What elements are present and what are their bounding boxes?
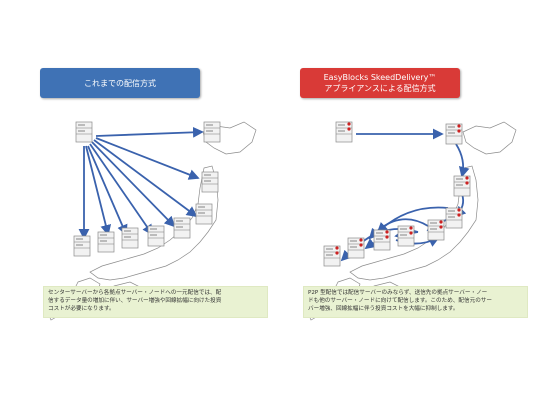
distribution-arrows	[78, 126, 204, 240]
node-server-icon	[397, 225, 415, 247]
node-server-icon	[121, 227, 139, 249]
node-server-icon	[373, 229, 391, 251]
node-server-icon	[453, 175, 471, 197]
node-server-icon	[445, 123, 463, 145]
traditional-method-title: これまでの配信方式	[40, 68, 200, 98]
skeeddelivery-method-description: P2P 型配信では配信サーバーのみならず、送信先の拠点サーバー・ノー ドも他のサ…	[303, 286, 528, 318]
node-server-icon	[323, 245, 341, 267]
node-server-icon	[445, 207, 463, 229]
node-server-icon	[97, 231, 115, 253]
node-server-icon	[147, 225, 165, 247]
center-server-icon	[335, 121, 353, 143]
traditional-method-panel: これまでの配信方式	[18, 60, 268, 360]
skeeddelivery-method-title: EasyBlocks SkeedDelivery™ アプライアンスによる配信方式	[300, 68, 460, 98]
center-server-icon	[75, 121, 93, 143]
node-server-icon	[195, 203, 213, 225]
traditional-method-title-text: これまでの配信方式	[84, 78, 156, 88]
node-server-icon	[173, 217, 191, 239]
skeeddelivery-title-line1: EasyBlocks SkeedDelivery™	[323, 73, 437, 82]
skeeddelivery-method-panel: EasyBlocks SkeedDelivery™ アプライアンスによる配信方式	[278, 60, 528, 360]
node-server-icon	[73, 235, 91, 257]
node-server-icon	[427, 219, 445, 241]
skeeddelivery-title-line2: アプライアンスによる配信方式	[324, 84, 436, 93]
node-server-icon	[203, 121, 221, 143]
traditional-method-description: センターサーバーから各拠点サーバー・ノードへの一元配信では、配 信するデータ量の…	[43, 286, 268, 318]
node-server-icon	[347, 237, 365, 259]
node-server-icon	[201, 171, 219, 193]
